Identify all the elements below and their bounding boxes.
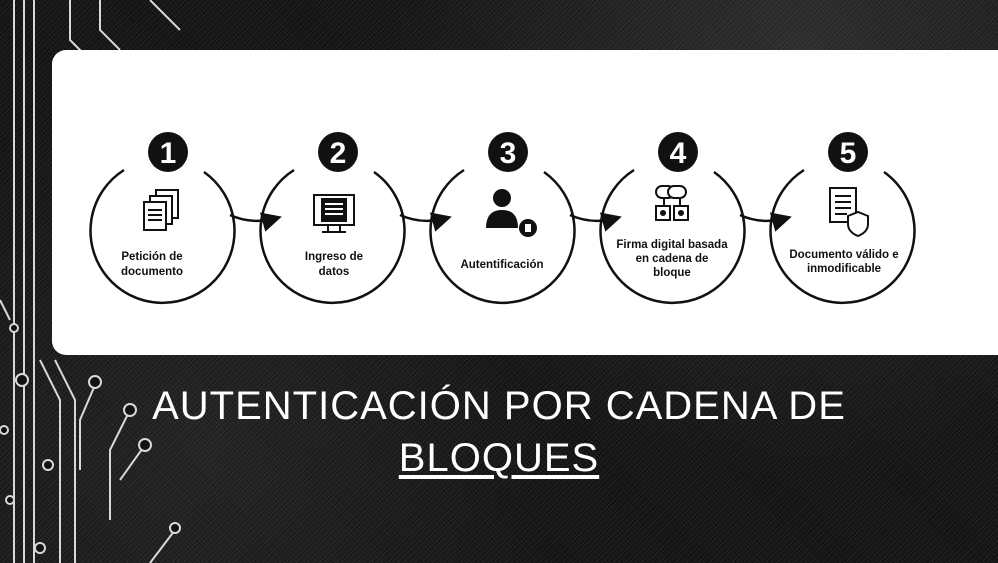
step-2-number: 2 xyxy=(330,137,347,170)
step-3-number: 3 xyxy=(500,137,517,170)
step-5-label-line1: Documento válido e xyxy=(789,249,898,261)
step-3: 3 Autentificación xyxy=(429,132,576,305)
step-5-label-line2: inmodificable xyxy=(807,263,881,275)
step-2-label-line2: datos xyxy=(319,266,350,278)
step-4-label-line3: bloque xyxy=(653,267,691,279)
monitor-icon xyxy=(313,194,355,233)
step-1-label-line2: documento xyxy=(121,266,183,278)
step-5-number: 5 xyxy=(840,137,857,170)
arrow-1-2 xyxy=(229,212,282,232)
title-line-2: BLOQUES xyxy=(398,436,600,480)
chain-locks-icon xyxy=(655,185,689,221)
step-1-number: 1 xyxy=(160,137,177,170)
step-2-label-line1: Ingreso de xyxy=(305,251,363,263)
step-2: 2 Ingreso de datos xyxy=(259,132,406,305)
arrow-4-5 xyxy=(739,212,792,232)
user-lock-icon xyxy=(486,189,537,237)
document-shield-icon xyxy=(829,187,869,238)
step-4-number: 4 xyxy=(670,137,687,170)
title-line-1: AUTENTICACIÓN POR CADENA DE xyxy=(152,384,846,428)
process-diagram: 1 Petición de documento 2 Ingreso de dat… xyxy=(89,132,916,305)
arrow-2-3 xyxy=(399,212,452,232)
page-title: AUTENTICACIÓN POR CADENA DE BLOQUES xyxy=(0,380,998,484)
documents-icon xyxy=(143,189,179,231)
step-1: 1 Petición de documento xyxy=(89,132,236,305)
step-1-label-line1: Petición de xyxy=(121,251,182,263)
step-4: 4 Firma digital basada en cadena de bloq… xyxy=(599,132,746,305)
step-3-label-line1: Autentificación xyxy=(460,259,543,271)
step-5: 5 Documento válido e inmodificable xyxy=(769,132,916,305)
arrow-3-4 xyxy=(569,212,622,232)
step-4-label-line1: Firma digital basada xyxy=(616,239,728,251)
step-4-label-line2: en cadena de xyxy=(636,253,709,265)
circuit-decoration xyxy=(0,0,181,563)
